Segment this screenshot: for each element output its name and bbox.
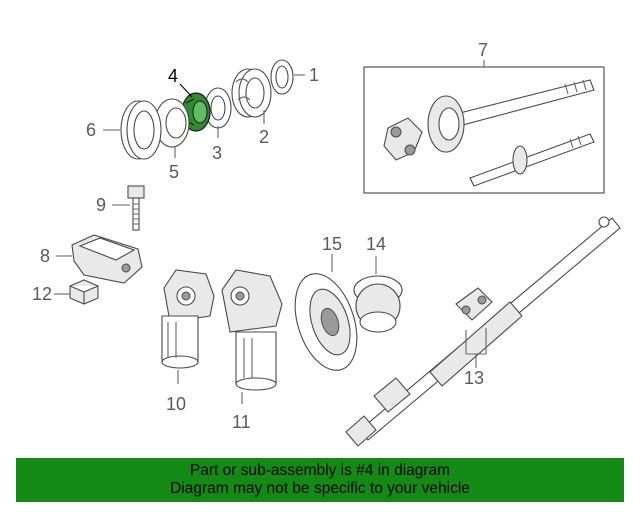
callout-5: 5 xyxy=(169,162,179,182)
callout-8: 8 xyxy=(40,246,50,266)
callout-7: 7 xyxy=(478,40,488,60)
part-13-steering-shaft[interactable] xyxy=(345,216,621,447)
part-7-inset-box[interactable] xyxy=(363,66,605,194)
banner-line-1: Part or sub-assembly is #4 in diagram xyxy=(189,462,451,479)
info-banner: Part or sub-assembly is #4 in diagram Di… xyxy=(16,458,624,502)
callout-15: 15 xyxy=(322,234,342,254)
callout-10: 10 xyxy=(166,394,186,414)
callout-12: 12 xyxy=(32,284,52,304)
part-12-clip[interactable] xyxy=(69,279,99,305)
callout-2: 2 xyxy=(259,127,269,147)
part-6-ring[interactable] xyxy=(120,100,162,160)
callout-4: 4 xyxy=(168,66,178,86)
callout-9: 9 xyxy=(96,195,106,215)
part-8-sensor[interactable] xyxy=(71,234,143,284)
part-2-bearing[interactable] xyxy=(231,68,272,118)
part-11-motor[interactable] xyxy=(221,269,283,391)
part-9-bolt[interactable] xyxy=(127,185,145,231)
part-14-boot[interactable] xyxy=(353,275,403,333)
part-4-highlighted[interactable] xyxy=(181,92,211,132)
banner-line-2: Diagram may not be specific to your vehi… xyxy=(170,480,470,497)
part-10-motor[interactable] xyxy=(161,269,215,369)
part-1-snap-ring[interactable] xyxy=(270,59,294,95)
callout-13: 13 xyxy=(464,368,484,388)
part-5-bearing[interactable] xyxy=(154,98,190,148)
callout-6: 6 xyxy=(86,120,96,140)
callout-1: 1 xyxy=(309,65,319,85)
part-15-disc[interactable] xyxy=(284,266,368,378)
callout-3: 3 xyxy=(212,143,222,163)
callout-14: 14 xyxy=(366,234,386,254)
callout-11: 11 xyxy=(232,412,251,432)
